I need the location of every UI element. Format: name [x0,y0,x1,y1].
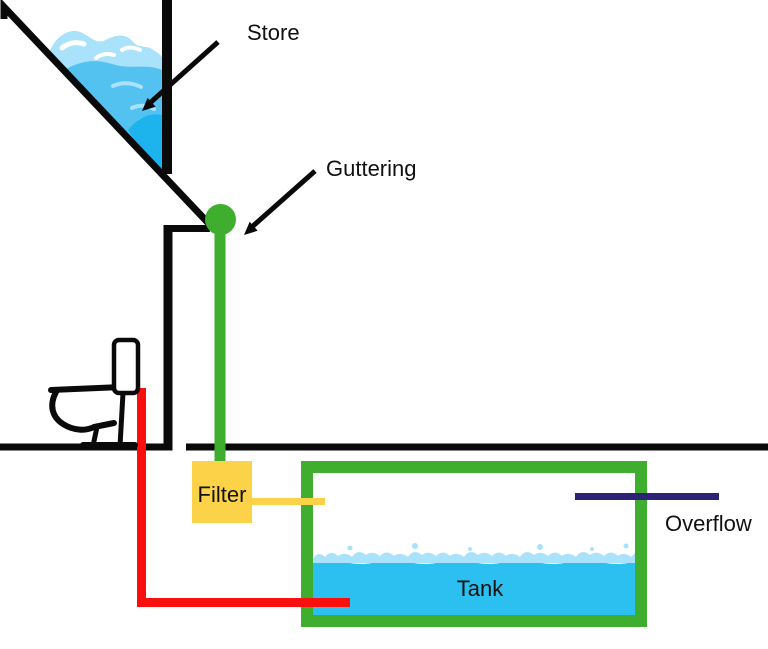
roof-water-highlight-1 [59,40,87,51]
tank-water-wave-band [313,551,635,563]
overflow-label: Overflow [665,511,752,536]
overflow-pipe [575,493,719,500]
gutter-node [205,204,236,235]
guttering-arrowhead [244,221,258,235]
store-arrowhead [142,97,156,111]
tank-border [301,461,647,627]
downpipe [214,219,226,465]
store-label: Store [247,20,300,45]
toilet-bowl [49,389,117,433]
ground-line-right [186,443,768,451]
filter-box [192,461,252,523]
guttering-arrow-line [251,169,317,228]
supply-pipe-red [137,388,350,607]
toilet-cistern [111,337,141,396]
guttering-label: Guttering [326,156,417,181]
toilet [48,337,141,449]
roof-water-highlight-3 [120,45,142,52]
roof-water-deep [128,114,162,171]
tank-water-body [313,560,635,615]
filter-outlet-pipe [252,498,325,505]
roof-water-highlight-2 [94,52,116,60]
tank-water-droplets [347,543,629,551]
filter-label: Filter [198,482,247,507]
roof-slope-line [0,0,215,230]
roof-water-ripple-1 [111,81,143,89]
roof-water [48,31,162,172]
tank-label: Tank [457,576,504,601]
roof-water-ripple-2 [130,103,156,111]
store-arrow-line [149,40,220,104]
house-wall-lower [163,225,173,450]
toilet-seat [48,384,125,393]
annotation-arrows [142,40,317,235]
toilet-pedestal-right [117,390,126,449]
